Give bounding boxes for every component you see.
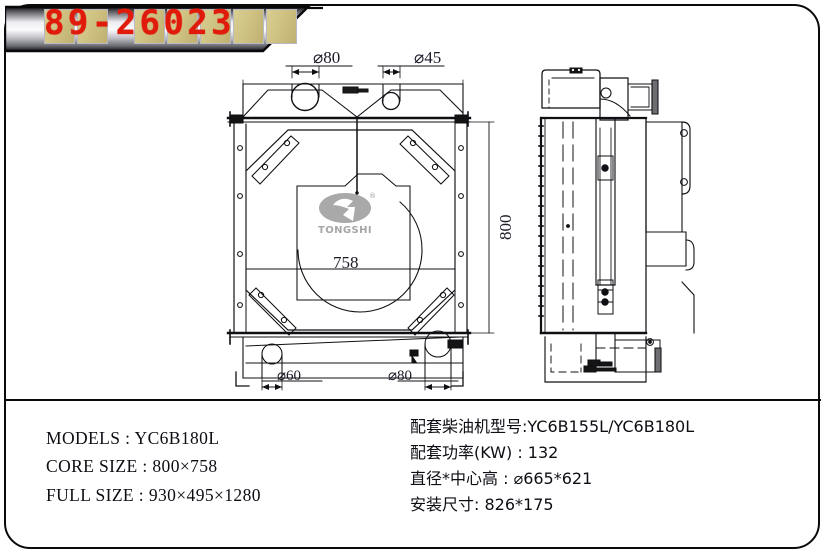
part-number-text: 89-26023 (44, 3, 235, 43)
spec-row-mounting-size: 安装尺寸: 826*175 (410, 495, 554, 515)
dim-bottom-port-small: ⌀60 (277, 368, 302, 384)
dim-bottom-port-large: ⌀80 (388, 368, 413, 384)
spec-sep: : (134, 484, 149, 505)
spec-row-power: 配套功率(KW) : 132 (410, 443, 559, 463)
spec-sep: : (120, 428, 135, 448)
dim-core-width: 758 (333, 253, 359, 272)
part-number-cells (44, 9, 297, 44)
section-divider (6, 399, 821, 401)
spec-row-engine-model: 配套柴油机型号:YC6B155L/YC6B180L (410, 417, 695, 436)
spec-row-diameter-center-height: 直径*中心高 : ⌀665*621 (410, 469, 593, 489)
spec-value-models: YC6B180L (134, 428, 220, 448)
dim-top-port-large: ⌀80 (313, 48, 341, 67)
brand-logo-text: TONGSHI (318, 225, 372, 236)
brand-logo: ® TONGSHI (318, 192, 376, 236)
spec-value-full-size: 930×495×1280 (148, 484, 261, 505)
sheet-border (4, 4, 820, 549)
spec-row-full-size: FULL SIZE : 930×495×1280 (46, 481, 406, 509)
svg-text:®: ® (369, 192, 376, 200)
dim-top-port-small: ⌀45 (414, 48, 442, 67)
technical-drawing (226, 65, 695, 391)
specs-right-column: 配套柴油机型号:YC6B155L/YC6B180L 配套功率(KW) : 132… (406, 402, 821, 549)
spec-label-full-size: FULL SIZE (46, 484, 135, 505)
specification-table: MODELS : YC6B180L CORE SIZE : 800×758 FU… (6, 402, 821, 549)
specs-left-column: MODELS : YC6B180L CORE SIZE : 800×758 FU… (6, 402, 406, 549)
spec-label-models: MODELS (46, 428, 121, 448)
spec-value-core-size: 800×758 (152, 456, 218, 477)
spec-sep: : (137, 456, 153, 477)
spec-row-core-size: CORE SIZE : 800×758 (46, 452, 406, 480)
dim-core-height: 800 (496, 214, 515, 241)
spec-row-models: MODELS : YC6B180L (46, 424, 406, 452)
spec-label-core-size: CORE SIZE (46, 456, 138, 477)
